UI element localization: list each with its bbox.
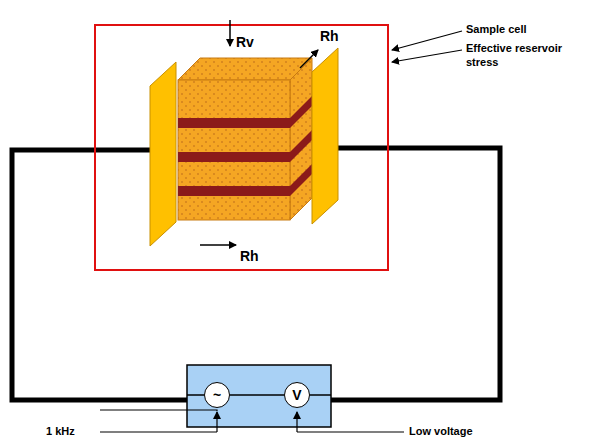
leader-line — [100, 410, 217, 411]
voltmeter-symbol: V — [284, 382, 310, 408]
shale-layer — [178, 186, 290, 196]
shale-layer — [178, 152, 290, 162]
symbol-text: V — [292, 387, 301, 403]
wire — [187, 394, 204, 396]
meter-box — [187, 365, 331, 427]
shale-layer — [290, 96, 312, 128]
rock-sample — [178, 58, 312, 80]
rock-sample — [290, 58, 312, 220]
callout-label: Effective reservoir stress — [466, 42, 586, 70]
symbol-text: ~ — [213, 387, 221, 403]
wire — [310, 394, 331, 396]
sample-cell-frame — [95, 25, 388, 270]
stress-arrow — [300, 50, 318, 68]
shale-layer — [290, 130, 312, 162]
ac-source-symbol: ~ — [204, 382, 230, 408]
stress-label: Rh — [320, 28, 339, 44]
shale-layer — [178, 118, 290, 128]
electrode-plate — [150, 62, 176, 246]
leader-arrow — [392, 50, 462, 62]
leader-line — [100, 431, 217, 432]
leader-arrow — [392, 31, 462, 50]
leader-arrow — [216, 412, 217, 432]
stress-arrow — [200, 244, 236, 246]
shale-layer — [290, 164, 312, 196]
wire — [230, 394, 284, 396]
stress-label: Rh — [240, 248, 259, 264]
callout-label: 1 kHz — [46, 425, 75, 437]
stress-arrow — [229, 20, 231, 46]
wire — [331, 148, 500, 400]
callout-label: Low voltage — [409, 425, 473, 437]
leader-line — [297, 431, 404, 432]
rock-sample — [178, 80, 290, 220]
electrode-plate — [312, 48, 338, 224]
leader-arrow — [296, 412, 297, 432]
callout-label: Sample cell — [466, 23, 527, 35]
stress-label: Rv — [236, 34, 254, 50]
